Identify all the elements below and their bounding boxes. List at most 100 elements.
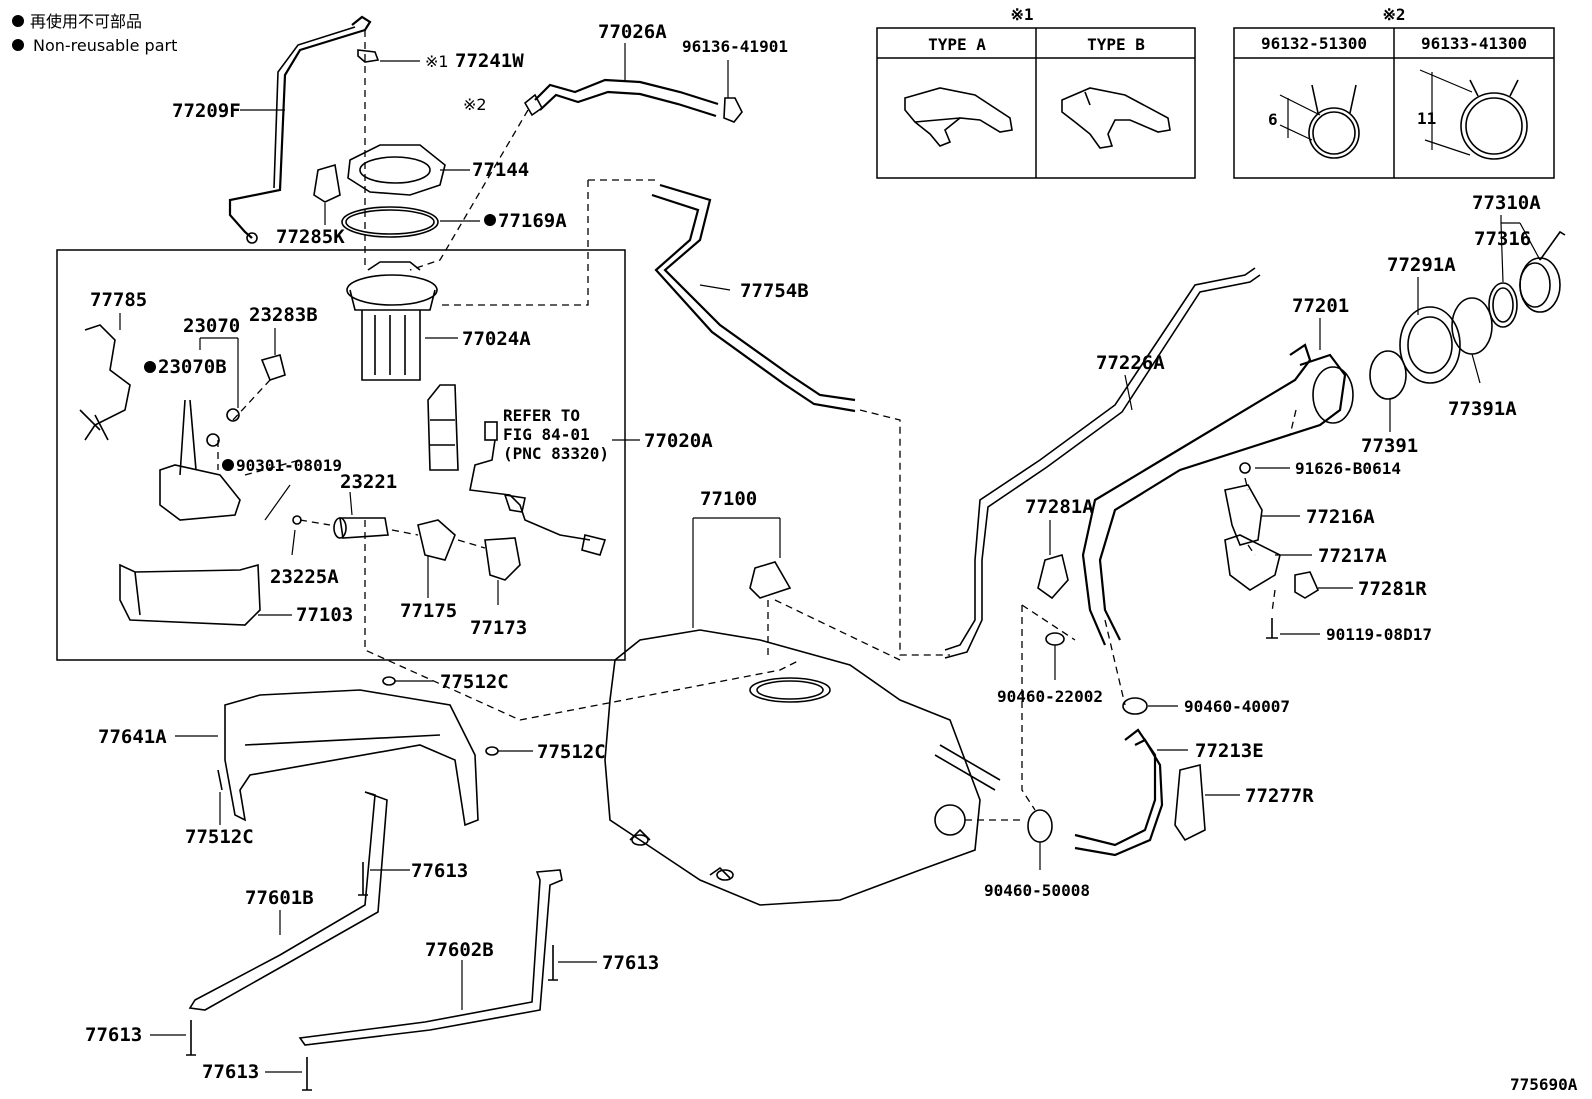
label-77201: 77201 xyxy=(1292,295,1349,317)
label-77216A: 77216A xyxy=(1306,506,1375,528)
o-ring-23070B xyxy=(206,433,220,447)
filter-23225A xyxy=(292,515,302,525)
label-90460-50008: 90460-50008 xyxy=(984,881,1090,900)
label-77020A: 77020A xyxy=(644,430,713,452)
label-90301-08019: 90301-08019 xyxy=(236,456,342,475)
refer-line-2: FIG 84-01 xyxy=(503,425,590,444)
label-23225A: 23225A xyxy=(270,566,339,588)
clip-type-table: ※1 TYPE A TYPE B xyxy=(876,5,1196,179)
label-77277R: 77277R xyxy=(1245,785,1314,807)
label-90460-22002: 90460-22002 xyxy=(997,687,1103,706)
inlet-hose-77213E xyxy=(1074,728,1164,857)
mark2-label: ※2 xyxy=(463,95,487,114)
label-77613-c: 77613 xyxy=(85,1024,142,1046)
pressure-regulator-23070 xyxy=(159,399,241,521)
gasket-77316 xyxy=(1488,282,1518,328)
clamp-90460-50008 xyxy=(1027,809,1053,843)
label-23221: 23221 xyxy=(340,471,397,493)
fuel-sender-unit xyxy=(427,384,459,471)
label-77226A: 77226A xyxy=(1096,352,1165,374)
band-77602B xyxy=(298,869,563,1046)
housing-77291A xyxy=(1399,306,1461,384)
band-77601B xyxy=(188,791,388,1011)
non-reusable-dot-icon xyxy=(12,39,24,51)
refer-line-3: (PNC 83320) xyxy=(503,444,609,463)
fuel-cap-77310A xyxy=(1519,230,1566,313)
mark1-label: ※1 xyxy=(425,52,449,71)
label-77602B: 77602B xyxy=(425,939,494,961)
bolt-91626 xyxy=(1239,462,1251,474)
label-77209F: 77209F xyxy=(172,100,241,122)
label-77785: 77785 xyxy=(90,289,147,311)
fuel-pump-assembly-frame xyxy=(56,249,626,661)
table2-col-a: 96132-51300 xyxy=(1261,34,1367,53)
table1-mark: ※1 xyxy=(1010,5,1033,24)
non-reusable-dot-icon xyxy=(222,459,234,471)
label-90119-08D17: 90119-08D17 xyxy=(1326,625,1432,644)
label-77391: 77391 xyxy=(1361,435,1418,457)
hose-clamp-small-icon: 6 xyxy=(1268,84,1360,159)
filler-pipe-77201 xyxy=(1081,343,1354,646)
part-labels: ※1 77241W ※2 77209F 77026A 96136-41901 7… xyxy=(85,21,1578,1094)
label-77512C-a: 77512C xyxy=(440,671,509,693)
table2-mark: ※2 xyxy=(1382,5,1405,24)
fuel-pump-module-77024A xyxy=(346,261,438,381)
label-77613-a: 77613 xyxy=(411,860,468,882)
label-77026A: 77026A xyxy=(598,21,667,43)
sub-tank-77103 xyxy=(119,563,261,626)
label-77291A: 77291A xyxy=(1387,254,1456,276)
clamp-90460-22002 xyxy=(1045,632,1065,646)
label-77316: 77316 xyxy=(1474,228,1531,250)
label-77024A: 77024A xyxy=(462,328,531,350)
label-77613-d: 77613 xyxy=(202,1061,259,1083)
label-77173: 77173 xyxy=(470,617,527,639)
label-77100: 77100 xyxy=(700,488,757,510)
heat-insulator-77641A xyxy=(224,689,479,827)
label-77310A: 77310A xyxy=(1472,192,1541,214)
breather-tube-77226A xyxy=(944,267,1261,659)
label-77217A: 77217A xyxy=(1318,545,1387,567)
label-77213E: 77213E xyxy=(1195,740,1264,762)
wire-harness-77785 xyxy=(79,324,131,441)
clamp-a-dimension: 6 xyxy=(1268,110,1278,129)
label-77281A: 77281A xyxy=(1025,496,1094,518)
retainer-clip-77241W xyxy=(357,49,380,63)
assembly-guide-lines xyxy=(217,30,1297,821)
o-ring-90301-08019 xyxy=(226,408,240,422)
legend: 再使用不可部品 Non-reusable part xyxy=(12,12,177,55)
clip-77281A xyxy=(1037,553,1069,600)
fuel-tank-77100 xyxy=(604,629,1001,906)
connector-77285K xyxy=(313,163,341,203)
retainer-ring-77144 xyxy=(347,144,446,196)
non-reusable-dot-icon xyxy=(484,214,496,226)
label-77241W: 77241W xyxy=(455,50,524,72)
protector-77277R xyxy=(1174,763,1206,842)
clip-77281R xyxy=(1294,571,1320,599)
gasket-77169A xyxy=(341,206,439,238)
clamp-size-table: ※2 96132-51300 96133-41300 6 11 xyxy=(1233,5,1555,179)
clamp-b-dimension: 11 xyxy=(1417,109,1436,128)
bolt-90119 xyxy=(1266,618,1278,639)
label-77601B: 77601B xyxy=(245,887,314,909)
label-77169A: 77169A xyxy=(498,210,567,232)
figure-id: 775690A xyxy=(1510,1075,1578,1094)
label-77285K: 77285K xyxy=(276,226,345,248)
breather-tube-77209F xyxy=(228,15,372,244)
damper-77100 xyxy=(749,561,792,599)
label-23070: 23070 xyxy=(183,315,240,337)
legend-english: Non-reusable part xyxy=(33,36,177,55)
gasket-77391A xyxy=(1451,297,1493,355)
hose-clamp-large-icon: 11 xyxy=(1417,69,1528,160)
non-reusable-dot-icon xyxy=(144,361,156,373)
table2-col-b: 96133-41300 xyxy=(1421,34,1527,53)
filter-23283B xyxy=(260,354,286,381)
label-77391A: 77391A xyxy=(1448,398,1517,420)
label-77281R: 77281R xyxy=(1358,578,1427,600)
clip-type-b-icon xyxy=(1061,87,1171,149)
sender-wiring xyxy=(469,421,607,556)
label-91626-B0614: 91626-B0614 xyxy=(1295,459,1401,478)
non-reusable-dot-icon xyxy=(12,15,24,27)
label-77641A: 77641A xyxy=(98,726,167,748)
table1-col-a: TYPE A xyxy=(928,35,986,54)
